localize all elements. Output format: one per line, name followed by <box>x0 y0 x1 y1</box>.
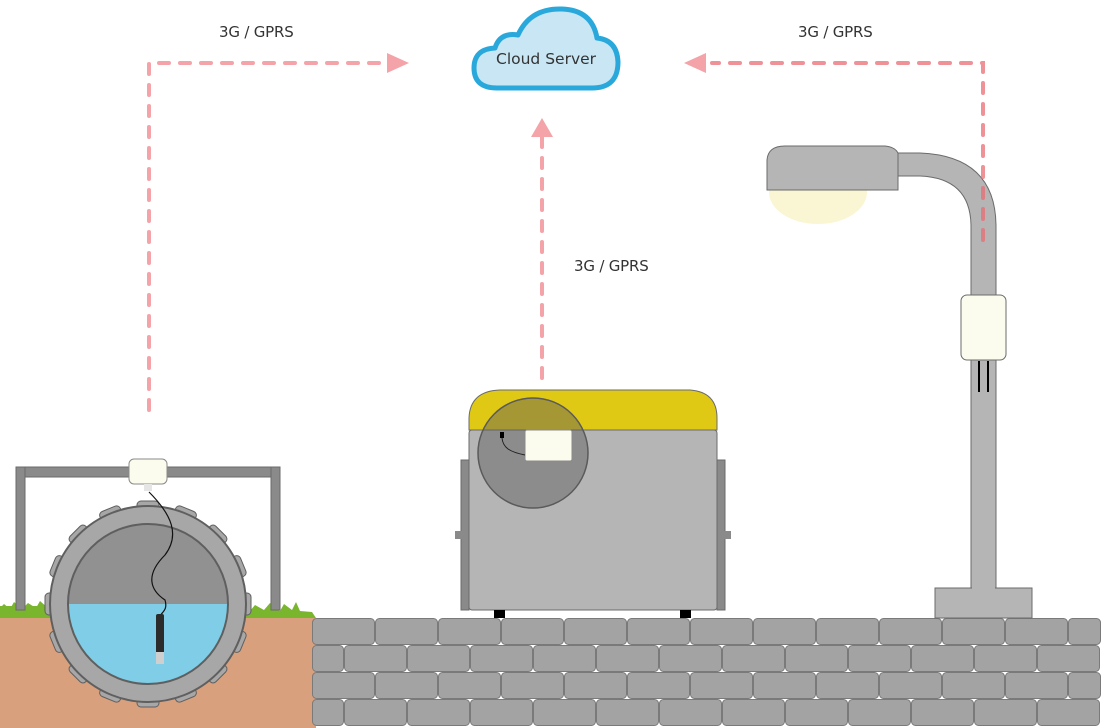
paver-brick <box>312 645 344 672</box>
streetlight-sensor-box <box>960 294 1007 361</box>
cloud-icon <box>471 6 621 91</box>
pole-base <box>934 587 1033 619</box>
paver-brick <box>816 618 879 645</box>
paver-brick <box>1005 672 1068 699</box>
paver-brick <box>564 672 627 699</box>
paver-brick <box>344 699 407 726</box>
paver-brick <box>911 645 974 672</box>
arrow-left-icon <box>684 53 706 73</box>
water-level-probe <box>156 614 164 654</box>
grass-left <box>0 601 60 618</box>
paver-brick <box>974 645 1037 672</box>
paver-brick <box>848 699 911 726</box>
paver-road <box>312 618 1101 726</box>
waste-container <box>455 389 731 618</box>
paver-brick <box>627 618 690 645</box>
container-sensor-box <box>524 429 573 462</box>
paver-brick <box>375 672 438 699</box>
arrow-up-icon <box>531 118 553 137</box>
paver-brick <box>344 645 407 672</box>
link-manhole <box>147 61 387 412</box>
cloud-server-label: Cloud Server <box>496 50 597 68</box>
container-lid <box>468 389 718 431</box>
paver-brick <box>848 645 911 672</box>
links <box>147 61 985 412</box>
paver-brick <box>312 618 375 645</box>
paver-brick <box>470 645 533 672</box>
paver-brick <box>407 645 470 672</box>
paver-brick <box>375 618 438 645</box>
paver-brick <box>722 699 785 726</box>
paver-brick <box>470 699 533 726</box>
paver-brick <box>659 699 722 726</box>
paver-brick <box>312 672 375 699</box>
arrow-right-icon <box>387 53 409 73</box>
link-label-container: 3G / GPRS <box>574 257 649 275</box>
paver-brick <box>533 645 596 672</box>
paver-brick <box>911 699 974 726</box>
street-light <box>766 145 1033 619</box>
paver-brick <box>722 645 785 672</box>
paver-brick <box>501 672 564 699</box>
paver-brick <box>1037 699 1100 726</box>
paver-brick <box>501 618 564 645</box>
paver-brick <box>785 699 848 726</box>
manhole-sensor-box <box>128 458 168 485</box>
paver-brick <box>942 618 1005 645</box>
paver-brick <box>1037 645 1100 672</box>
paver-brick <box>753 672 816 699</box>
paver-brick <box>690 672 753 699</box>
lamp-head <box>766 145 899 191</box>
paver-brick <box>942 672 1005 699</box>
link-label-manhole: 3G / GPRS <box>219 23 294 41</box>
paver-brick <box>533 699 596 726</box>
paver-brick <box>596 645 659 672</box>
paver-brick <box>879 672 942 699</box>
paver-brick <box>753 618 816 645</box>
paver-brick <box>627 672 690 699</box>
paver-brick <box>438 618 501 645</box>
paver-brick <box>1068 672 1101 699</box>
paver-brick <box>438 672 501 699</box>
paver-brick <box>785 645 848 672</box>
paver-brick <box>312 699 344 726</box>
paver-brick <box>1068 618 1101 645</box>
paver-brick <box>596 699 659 726</box>
paver-brick <box>659 645 722 672</box>
paver-brick <box>690 618 753 645</box>
paver-brick <box>407 699 470 726</box>
link-label-streetlight: 3G / GPRS <box>798 23 873 41</box>
paver-brick <box>879 618 942 645</box>
link-streetlight <box>710 61 985 242</box>
probe-tip <box>156 652 164 664</box>
paver-brick <box>1005 618 1068 645</box>
paver-brick <box>564 618 627 645</box>
paver-brick <box>816 672 879 699</box>
sensor-cable <box>148 491 174 617</box>
paver-brick <box>974 699 1037 726</box>
arrowheads <box>387 53 706 137</box>
manhole-pipe <box>44 458 252 708</box>
